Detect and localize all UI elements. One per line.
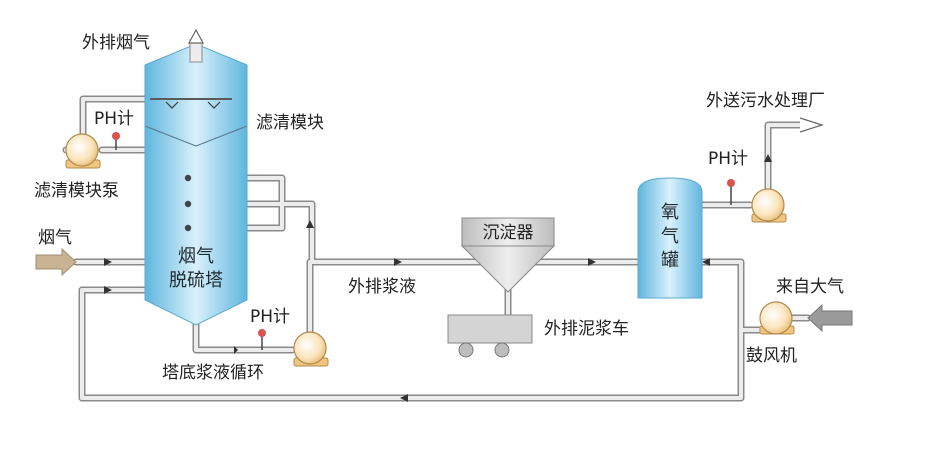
flow-direction-markers: [104, 154, 772, 402]
ph-sensor-bottom-icon: [258, 329, 266, 350]
ph-sensor-right-icon: [727, 179, 735, 205]
filter-module-pump: [65, 133, 101, 169]
flue-gas-in-label: 烟气: [38, 228, 72, 248]
tower-label-line2: 脱硫塔: [169, 270, 223, 291]
flow-arrow-icon: [588, 258, 596, 266]
filter-module-label: 滤清模块: [256, 113, 324, 133]
settler: 沉淀器: [460, 217, 556, 293]
exhaust-sludge-truck-label: 外排泥浆车: [544, 319, 629, 339]
exhaust-slurry-label: 外排浆液: [348, 277, 416, 297]
blower: [759, 301, 795, 335]
flow-arrow-icon: [306, 220, 314, 228]
ph-meter-top-label: PH计: [94, 109, 134, 129]
flue-gas-inlet-arrow-icon: [35, 247, 77, 277]
flow-arrow-icon: [702, 258, 710, 266]
blower-label: 鼓风机: [746, 346, 797, 366]
to-sewage-plant-label: 外送污水处理厂: [706, 91, 825, 111]
air-inlet-arrow-icon: [807, 303, 853, 333]
settler-label: 沉淀器: [483, 223, 534, 243]
desulfurization-tower: 烟气 脱硫塔: [144, 39, 248, 326]
flow-arrow-icon: [764, 154, 772, 162]
oxidation-tank-char1: 氧: [661, 202, 679, 223]
ph-meter-right-label: PH计: [708, 149, 748, 169]
tank-outlet-pump: [751, 188, 787, 223]
exhaust-up-arrow-icon: [187, 28, 205, 44]
oxidation-tank: 氧 气 罐: [637, 177, 703, 299]
ph-meter-bottom-label: PH计: [250, 307, 290, 327]
from-atmosphere-label: 来自大气: [776, 277, 844, 297]
circulation-pump: [293, 331, 329, 367]
ph-sensor-top-icon: [112, 132, 120, 150]
sewage-outlet-arrow-icon: [799, 117, 824, 133]
flow-arrow-icon: [104, 286, 112, 294]
flow-arrow-icon: [104, 258, 112, 266]
oxidation-tank-char2: 气: [661, 226, 679, 247]
tower-bottom-circulation-label: 塔底浆液循环: [162, 363, 264, 383]
flow-arrow-icon: [394, 258, 402, 266]
sludge-truck: [447, 314, 533, 358]
flow-arrow-icon: [234, 346, 238, 354]
exhaust-flue-gas-label: 外排烟气: [82, 33, 150, 53]
flow-arrow-icon: [400, 394, 408, 402]
tower-label-line1: 烟气: [178, 246, 214, 267]
oxidation-tank-char3: 罐: [661, 250, 679, 271]
filter-module-pump-label: 滤清模块泵: [34, 181, 119, 201]
